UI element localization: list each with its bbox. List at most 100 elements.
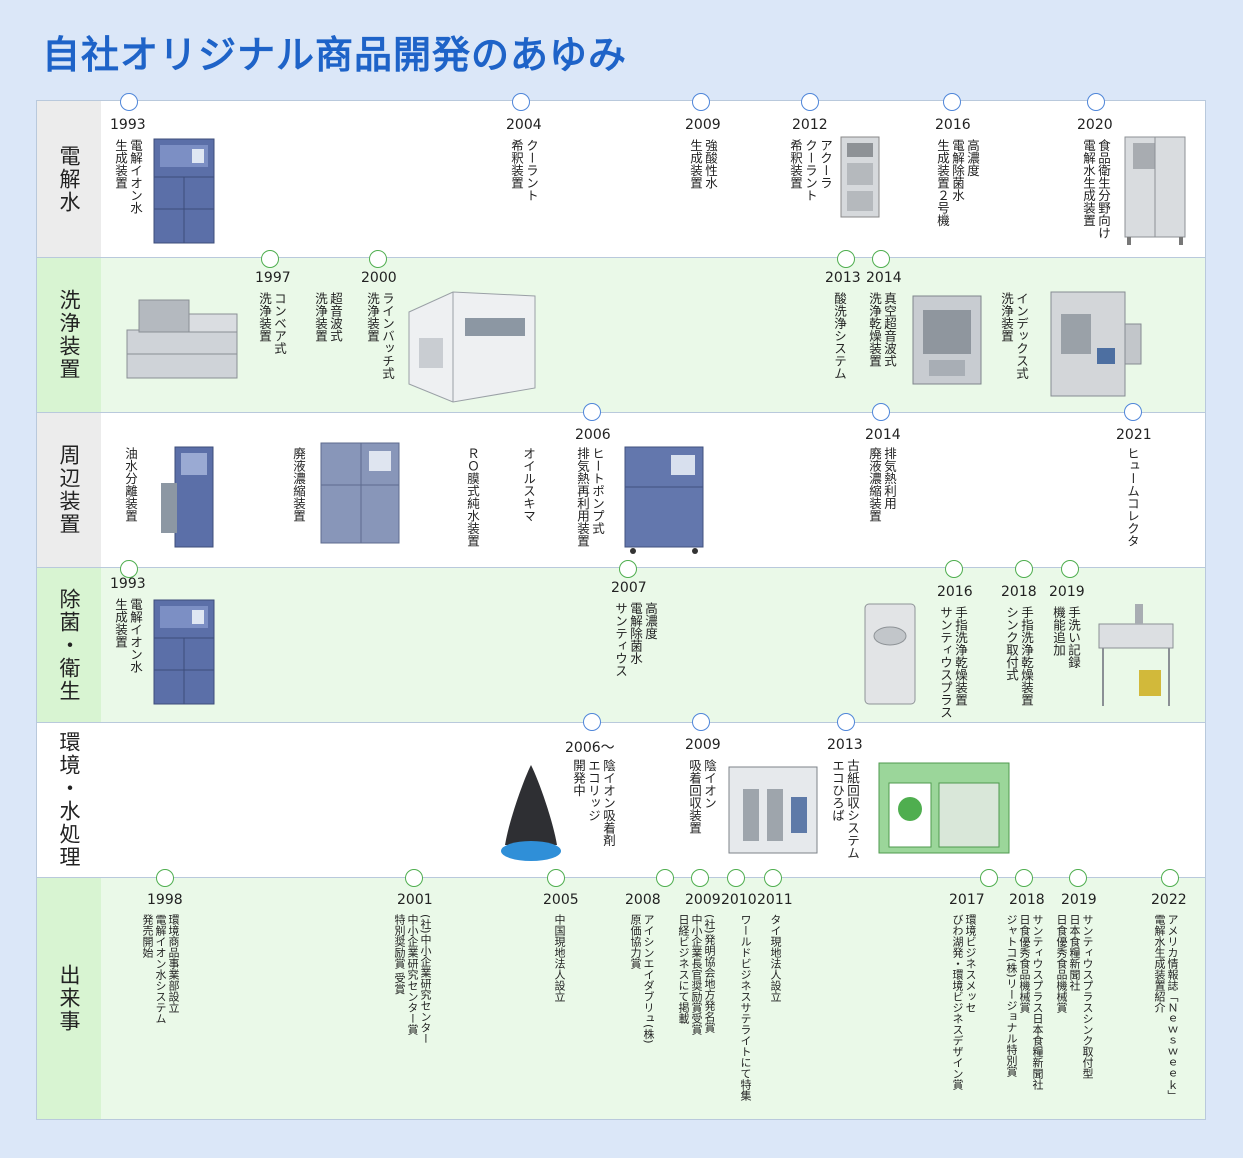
item-text: 手洗い記録機能追加 <box>1051 606 1081 669</box>
timeline-circle <box>619 560 637 578</box>
item-text: コンベア式洗浄装置 <box>257 292 287 355</box>
item-text: ＲＯ膜式純水装置 <box>465 447 480 547</box>
event-text: 環境商品事業部設立電解イオン水システム発売開始 <box>141 914 180 1024</box>
timeline-circle <box>980 869 998 887</box>
item-text: 陰イオン吸着剤エコリッジ開発中 <box>571 759 616 847</box>
timeline-circle <box>837 713 855 731</box>
item-text: 強酸性水生成装置 <box>688 139 718 189</box>
hand-washer-image <box>864 603 916 705</box>
year-label: 2013 <box>827 737 863 753</box>
row-label: 除菌・衛生 <box>37 568 101 722</box>
year-label: 2005 <box>543 892 579 908</box>
year-label: 2019 <box>1061 892 1097 908</box>
year-label: 2011 <box>757 892 793 908</box>
year-label: 1997 <box>255 270 291 286</box>
timeline-circle <box>656 869 674 887</box>
item-text: ラインバッチ式洗浄装置 <box>365 292 395 380</box>
event-text: ワールドビジネスサテライトにて特集 <box>739 914 752 1101</box>
row-label: 電解水 <box>37 101 101 257</box>
year-label: 1993 <box>110 576 146 592</box>
item-text: 真空超音波式洗浄乾燥装置 <box>867 292 897 367</box>
item-text: ヒュームコレクタ <box>1125 447 1140 547</box>
food-hygiene-unit-image <box>1124 136 1186 245</box>
item-text: 陰イオン吸着回収装置 <box>687 759 717 834</box>
event-text: アイシンエイダブリュ(株)原価協力賞 <box>629 914 655 1044</box>
timeline-circle <box>1061 560 1079 578</box>
timeline-circle <box>261 250 279 268</box>
year-label: 2004 <box>506 117 542 133</box>
timeline-circle <box>1015 869 1033 887</box>
row-shuhen: 周辺装置 油水分離装置 廃液濃縮装置 ＲＯ膜式純水装置 オイルスキマ 2006 … <box>37 403 1205 568</box>
timeline-circle <box>692 713 710 731</box>
timeline-circle <box>764 869 782 887</box>
timeline-circle <box>1161 869 1179 887</box>
timeline-circle <box>872 250 890 268</box>
year-label: 2012 <box>792 117 828 133</box>
year-label: 2001 <box>397 892 433 908</box>
timeline-circle <box>692 93 710 111</box>
item-text: クーラント希釈装置 <box>509 139 539 202</box>
item-text: 電解イオン水生成装置 <box>113 139 143 214</box>
item-text: 手指洗浄乾燥装置サンティウスプラス <box>938 606 968 719</box>
row-denkaisui: 電解水 1993 電解イオン水生成装置 2004 クーラント希釈装置 2009 … <box>37 93 1205 258</box>
timeline-circle <box>727 869 745 887</box>
row-senjou: 洗浄装置 1997 コンベア式洗浄装置 超音波式洗浄装置 2000 ラインバッチ… <box>37 250 1205 413</box>
event-text: サンティウスプラスシンク取付型日本食糧新聞社日食優秀食品機械賞 <box>1055 914 1094 1079</box>
year-label: 2009 <box>685 737 721 753</box>
conveyor-washer-image <box>126 299 238 379</box>
year-label: 2009 <box>685 892 721 908</box>
item-text: インデックス式洗浄装置 <box>999 292 1029 380</box>
item-text: 電解イオン水生成装置 <box>113 598 143 673</box>
sink-image <box>1098 604 1174 706</box>
anion-adsorbent-image <box>501 765 561 861</box>
item-text: 酸洗浄システム <box>832 292 847 380</box>
timeline-circle <box>801 93 819 111</box>
year-label: 2008 <box>625 892 661 908</box>
timeline-circle <box>691 869 709 887</box>
vacuum-ultrasonic-washer-image <box>912 295 982 385</box>
item-text: ヒートポンプ式排気熱再利用装置 <box>575 447 605 547</box>
event-text: 中国現地法人設立 <box>553 914 566 1002</box>
timeline-table: 電解水 1993 電解イオン水生成装置 2004 クーラント希釈装置 2009 … <box>36 93 1206 1120</box>
year-label: 2000 <box>361 270 397 286</box>
item-text: 手指洗浄乾燥装置シンク取付式 <box>1004 606 1034 706</box>
event-text: 環境ビジネスメッセびわ湖発・環境ビジネスデザイン賞 <box>951 914 977 1090</box>
row-label: 洗浄装置 <box>37 258 101 412</box>
timeline-circle <box>405 869 423 887</box>
item-text: 排気熱利用廃液濃縮装置 <box>867 447 897 522</box>
item-text: 廃液濃縮装置 <box>291 447 306 522</box>
timeline-circle <box>369 250 387 268</box>
coolant-unit-image <box>840 136 880 218</box>
year-label: 1998 <box>147 892 183 908</box>
row-label: 周辺装置 <box>37 413 101 567</box>
event-text: サンティウスプラス日本食糧新聞社日食優秀食品機械賞ジャトコ(株)リージョナル特別… <box>1005 914 1044 1090</box>
timeline-circle <box>1124 403 1142 421</box>
timeline-circle <box>943 93 961 111</box>
heat-pump-unit-image <box>624 446 704 554</box>
year-label: 2006 <box>575 427 611 443</box>
timeline-circle <box>583 713 601 731</box>
year-label: 2007 <box>611 580 647 596</box>
year-label: 2020 <box>1077 117 1113 133</box>
item-text: 高濃度電解除菌水生成装置２号機 <box>935 139 980 227</box>
timeline-circle <box>872 403 890 421</box>
event-text: タイ現地法人設立 <box>769 914 782 1002</box>
page-title: 自社オリジナル商品開発のあゆみ <box>42 33 628 77</box>
year-label: 2014 <box>866 270 902 286</box>
year-label: 2021 <box>1116 427 1152 443</box>
item-text: 油水分離装置 <box>123 447 138 522</box>
year-label: 2022 <box>1151 892 1187 908</box>
row-jokin: 除菌・衛生 1993 電解イオン水生成装置 2007 高濃度電解除菌水サンティウ… <box>37 560 1205 723</box>
year-label: 2018 <box>1009 892 1045 908</box>
timeline-circle <box>945 560 963 578</box>
row-dekigoto: 出来事 1998 環境商品事業部設立電解イオン水システム発売開始 2001 (社… <box>37 869 1205 1119</box>
year-label: 2013 <box>825 270 861 286</box>
year-label: 2018 <box>1001 584 1037 600</box>
timeline-circle <box>1015 560 1033 578</box>
year-label: 2016 <box>937 584 973 600</box>
event-text: アメリカ情報誌「Ｎｅｗｓｗｅｅｋ」電解水生成装置紹介 <box>1153 914 1179 1101</box>
paper-recycling-station-image <box>878 762 1010 854</box>
item-text: オイルスキマ <box>521 447 536 522</box>
item-text: 高濃度電解除菌水サンティウス <box>613 602 658 677</box>
electrolyzed-water-unit-image <box>153 599 215 705</box>
